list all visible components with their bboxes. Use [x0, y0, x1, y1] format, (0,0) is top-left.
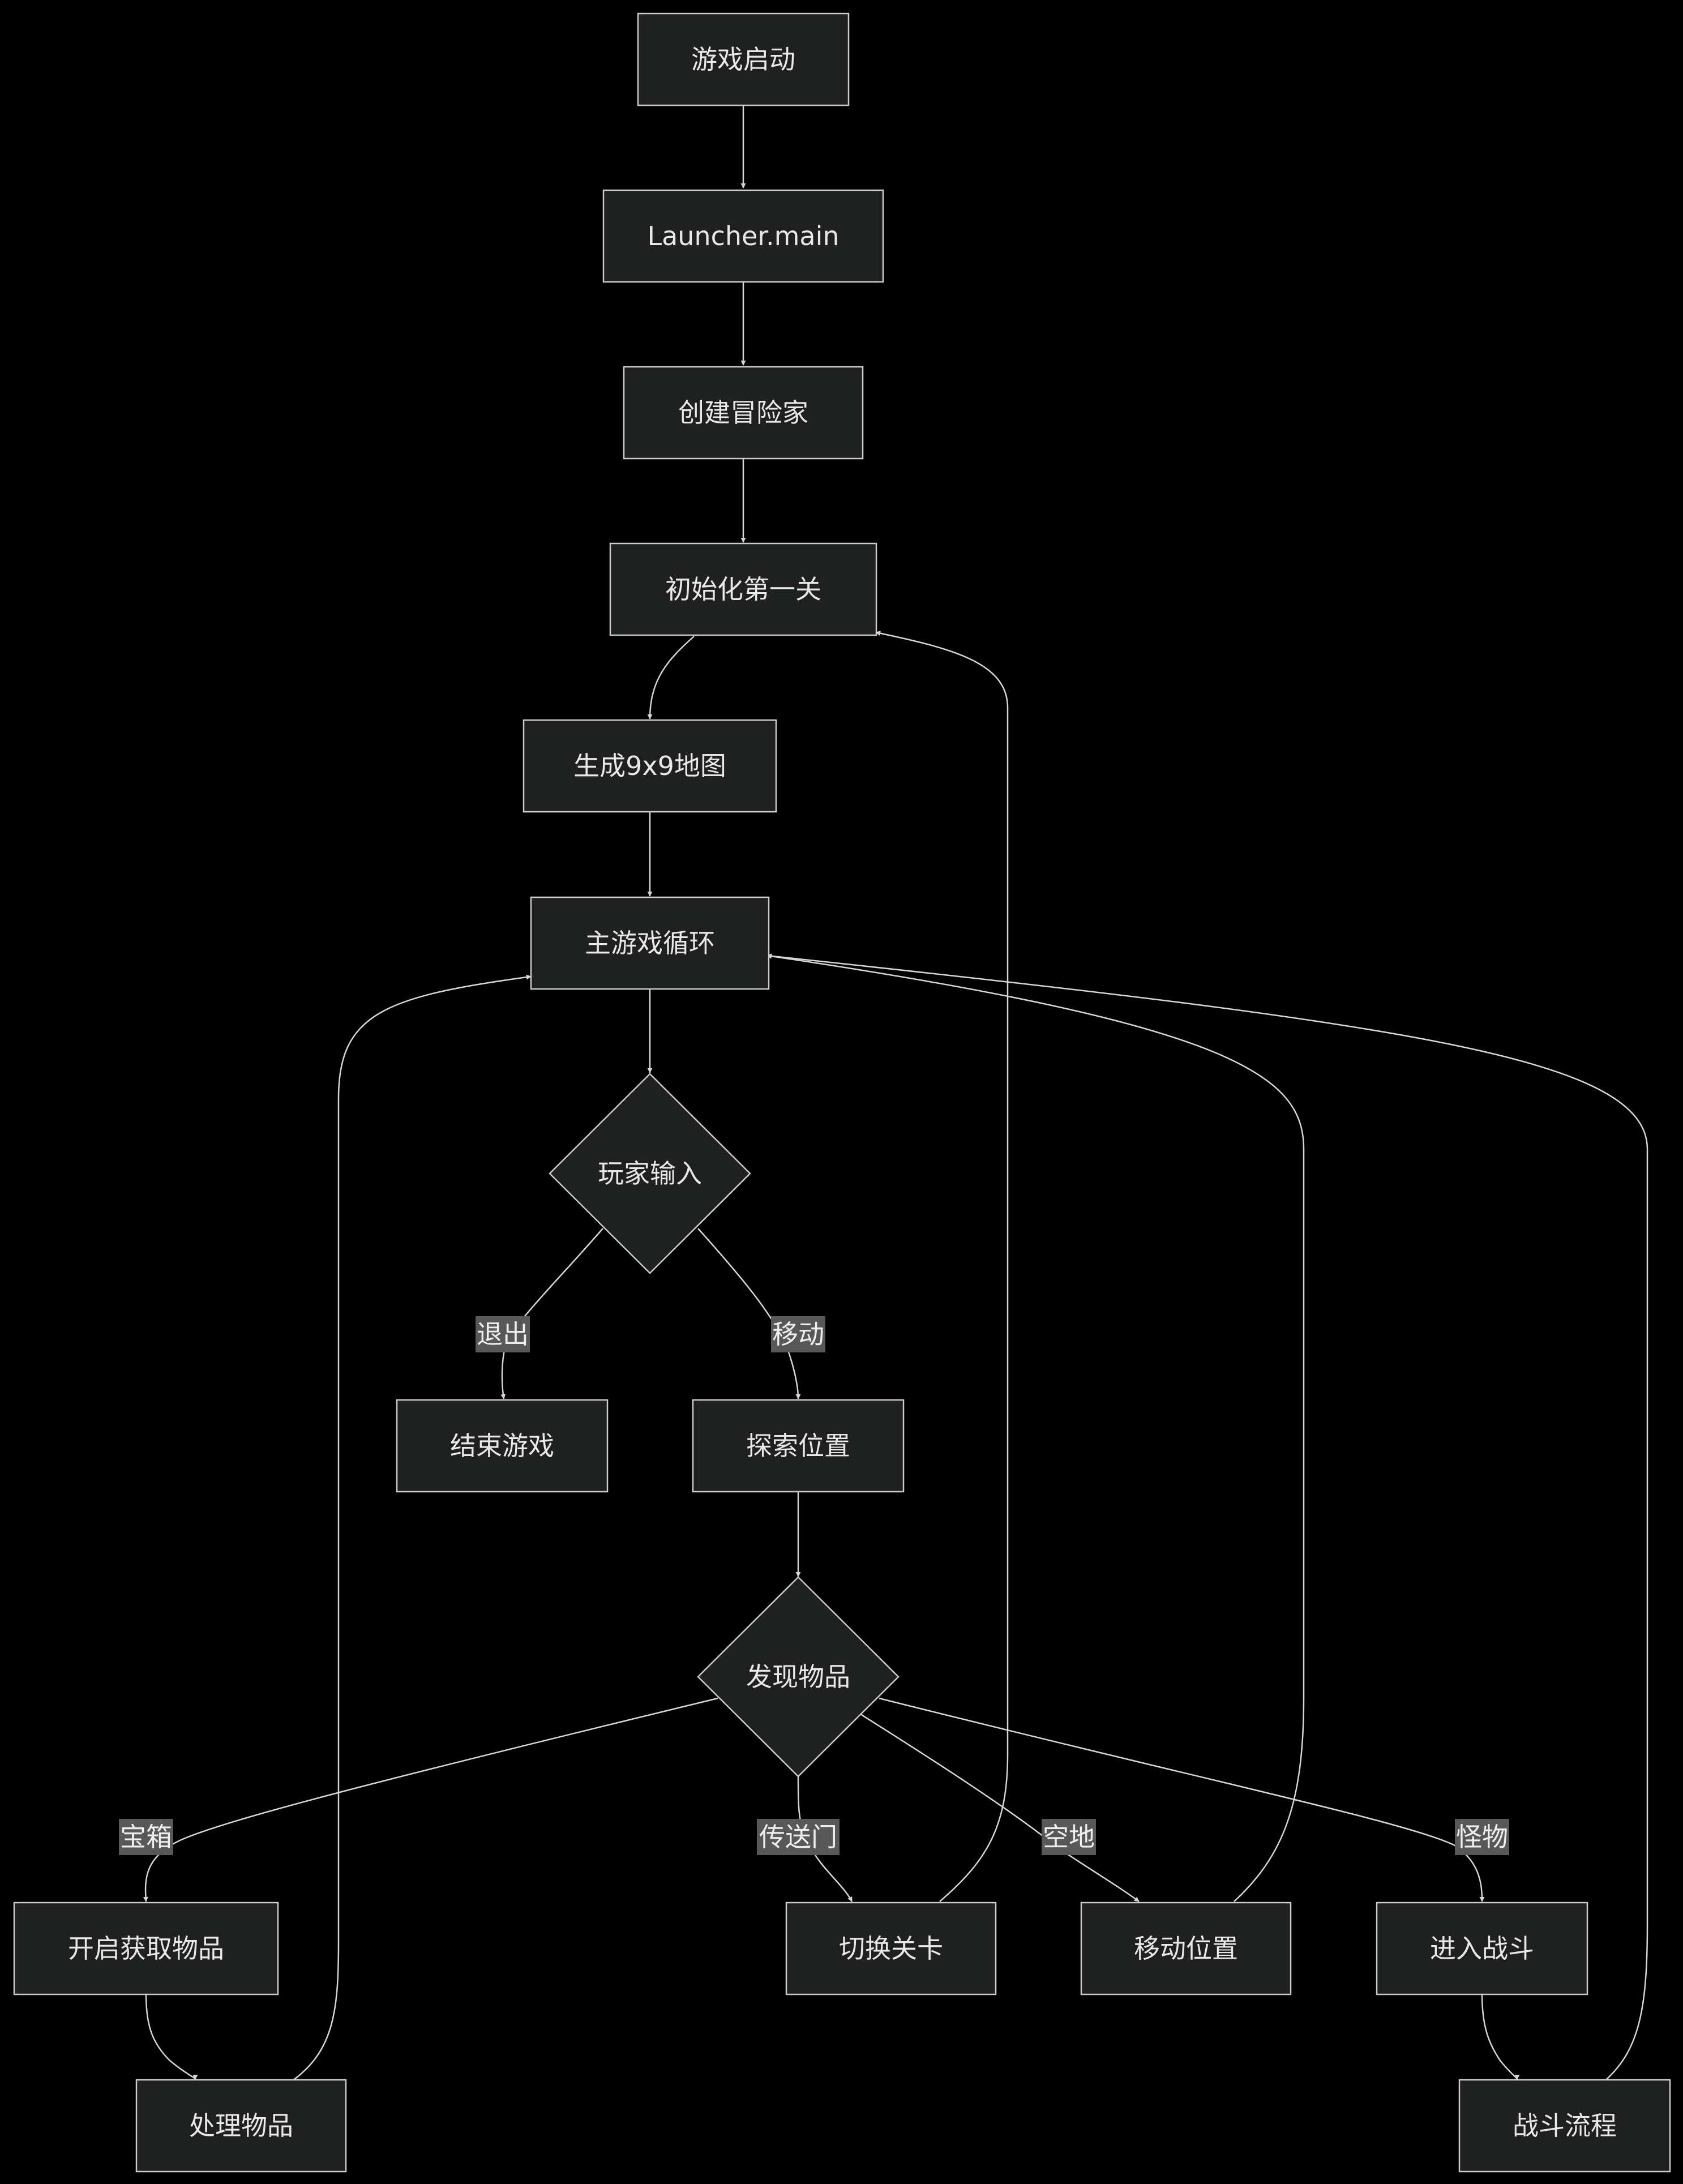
- svg-text:游戏启动: 游戏启动: [691, 44, 795, 75]
- node-find-item: 发现物品: [697, 1576, 900, 1778]
- edge-find-item-to-open-chest: [143, 1697, 718, 1902]
- svg-text:探索位置: 探索位置: [746, 1431, 850, 1461]
- node-switch-level: 切换关卡: [785, 1902, 997, 1995]
- node-explore: 探索位置: [692, 1399, 905, 1493]
- svg-text:切换关卡: 切换关卡: [839, 1933, 943, 1964]
- edge-label-quit: 退出: [476, 1316, 530, 1352]
- svg-text:处理物品: 处理物品: [189, 2110, 293, 2141]
- node-init-level: 初始化第一关: [609, 542, 877, 636]
- edge-switch-level-to-init-level: [875, 631, 1009, 1902]
- edge-player-input-to-explore: [697, 1228, 801, 1399]
- svg-text:发现物品: 发现物品: [746, 1661, 850, 1692]
- node-main-loop: 主游戏循环: [530, 896, 770, 990]
- edge-battle-flow-to-main-loop: [766, 953, 1648, 2080]
- svg-text:移动位置: 移动位置: [1134, 1933, 1238, 1964]
- edge-find-item-to-move: [860, 1713, 1140, 1903]
- svg-text:初始化第一关: 初始化第一关: [665, 574, 821, 605]
- svg-text:怪物: 怪物: [1456, 1822, 1508, 1852]
- node-gen-map: 生成9x9地图: [523, 719, 777, 813]
- node-battle-flow: 战斗流程: [1458, 2079, 1671, 2173]
- edges: [143, 105, 1648, 2080]
- edge-move-to-main-loop: [766, 953, 1305, 1902]
- node-handle-item: 处理物品: [135, 2079, 347, 2173]
- node-launcher: Launcher.main: [602, 189, 884, 283]
- svg-text:开启获取物品: 开启获取物品: [68, 1933, 224, 1964]
- svg-text:生成9x9地图: 生成9x9地图: [573, 751, 726, 781]
- svg-text:移动: 移动: [772, 1319, 824, 1350]
- node-move: 移动位置: [1080, 1902, 1292, 1995]
- svg-text:主游戏循环: 主游戏循环: [585, 928, 715, 958]
- svg-text:退出: 退出: [477, 1319, 529, 1350]
- svg-text:空地: 空地: [1043, 1822, 1095, 1852]
- svg-text:Launcher.main: Launcher.main: [647, 221, 839, 251]
- node-open-chest: 开启获取物品: [13, 1902, 279, 1995]
- edge-label-chest: 宝箱: [119, 1819, 173, 1855]
- svg-text:玩家输入: 玩家输入: [598, 1158, 702, 1189]
- edge-player-input-to-end-game: [500, 1228, 603, 1399]
- svg-text:战斗流程: 战斗流程: [1513, 2110, 1617, 2141]
- node-player-input: 玩家输入: [549, 1073, 751, 1274]
- node-battle: 进入战斗: [1376, 1902, 1588, 1995]
- svg-text:传送门: 传送门: [759, 1822, 837, 1852]
- edge-find-item-to-battle: [879, 1697, 1485, 1902]
- edge-label-empty: 空地: [1042, 1819, 1096, 1855]
- edge-open-chest-to-handle-item: [145, 1994, 198, 2080]
- edge-label-portal: 传送门: [757, 1819, 840, 1855]
- svg-text:宝箱: 宝箱: [120, 1822, 172, 1852]
- edge-handle-item-to-main-loop: [294, 974, 532, 2080]
- svg-text:进入战斗: 进入战斗: [1430, 1933, 1534, 1964]
- edge-battle-to-battle-flow: [1481, 1994, 1520, 2080]
- edge-label-monster: 怪物: [1455, 1819, 1509, 1855]
- edge-init-level-to-gen-map: [647, 636, 695, 720]
- svg-text:创建冒险家: 创建冒险家: [678, 397, 808, 428]
- node-create-hero: 创建冒险家: [623, 366, 864, 460]
- edge-label-move: 移动: [771, 1316, 825, 1352]
- node-end-game: 结束游戏: [396, 1399, 609, 1493]
- node-start: 游戏启动: [637, 12, 850, 106]
- svg-text:结束游戏: 结束游戏: [450, 1431, 554, 1461]
